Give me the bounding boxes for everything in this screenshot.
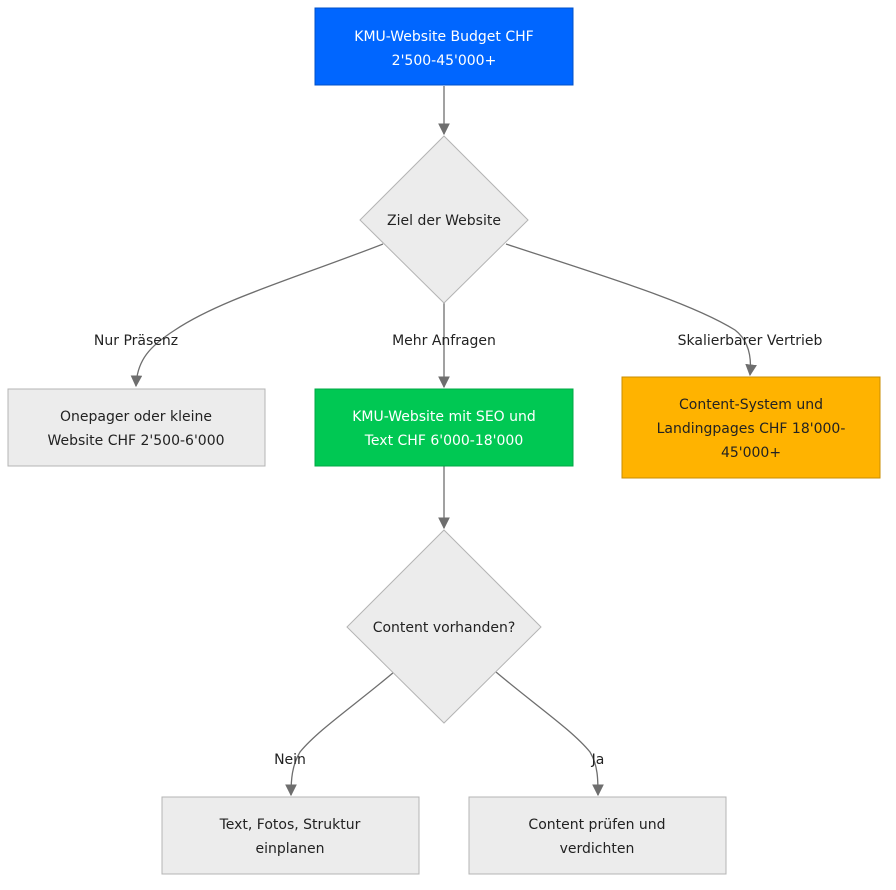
node-goal[interactable]: Ziel der Website xyxy=(359,135,529,304)
node-review-label-line-2: verdichten xyxy=(560,841,635,857)
edge-label-nur-praesenz: Nur Präsenz xyxy=(94,333,178,349)
edge-labels: Nur Präsenz Mehr Anfragen Skalierbarer V… xyxy=(94,333,823,768)
node-onepager-label-line-2: Website CHF 2'500-6'000 xyxy=(47,433,224,449)
node-seo[interactable]: KMU-Website mit SEO und Text CHF 6'000-1… xyxy=(314,388,574,467)
node-seo-label-line-2: Text CHF 6'000-18'000 xyxy=(364,433,523,449)
node-seo-label-line-1: KMU-Website mit SEO und xyxy=(352,409,536,425)
node-content-system-label-line-3: 45'000+ xyxy=(721,445,781,461)
node-plan[interactable]: Text, Fotos, Struktur einplanen xyxy=(161,796,420,875)
edges xyxy=(130,86,757,797)
node-onepager[interactable]: Onepager oder kleine Website CHF 2'500-6… xyxy=(7,388,266,467)
edge-label-nein: Nein xyxy=(274,752,306,768)
edge-label-mehr-anfragen: Mehr Anfragen xyxy=(392,333,496,349)
edge-label-ja: Ja xyxy=(591,752,605,768)
edge-label-skalierbarer-vertrieb: Skalierbarer Vertrieb xyxy=(678,333,823,349)
node-review-label-line-1: Content prüfen und xyxy=(528,817,665,833)
node-content-system-label-line-2: Landingpages CHF 18'000- xyxy=(657,421,846,437)
node-goal-diamond xyxy=(359,135,529,304)
node-onepager-box xyxy=(7,388,266,467)
node-plan-label-line-2: einplanen xyxy=(255,841,324,857)
node-start-label-line-1: KMU-Website Budget CHF xyxy=(354,29,533,45)
node-plan-label-line-1: Text, Fotos, Struktur xyxy=(219,817,361,833)
node-start-label-line-2: 2'500-45'000+ xyxy=(392,53,497,69)
node-content-system-label-line-1: Content-System und xyxy=(679,397,823,413)
node-content-system-box xyxy=(621,376,881,479)
node-review-box xyxy=(468,796,727,875)
node-goal-label: Ziel der Website xyxy=(387,213,501,229)
node-content-system[interactable]: Content-System und Landingpages CHF 18'0… xyxy=(621,376,881,479)
node-start-box xyxy=(314,7,574,86)
node-content-check[interactable]: Content vorhanden? xyxy=(346,529,542,724)
node-onepager-label-line-1: Onepager oder kleine xyxy=(60,409,212,425)
node-start[interactable]: KMU-Website Budget CHF 2'500-45'000+ xyxy=(314,7,574,86)
node-content-check-label: Content vorhanden? xyxy=(373,620,516,636)
node-plan-box xyxy=(161,796,420,875)
edge-content-check-review xyxy=(495,671,604,797)
edge-goal-content-system xyxy=(505,243,757,377)
edge-content-check-plan xyxy=(285,671,395,797)
node-content-check-diamond xyxy=(346,529,542,724)
node-review[interactable]: Content prüfen und verdichten xyxy=(468,796,727,875)
node-seo-box xyxy=(314,388,574,467)
edge-goal-onepager xyxy=(130,243,384,388)
